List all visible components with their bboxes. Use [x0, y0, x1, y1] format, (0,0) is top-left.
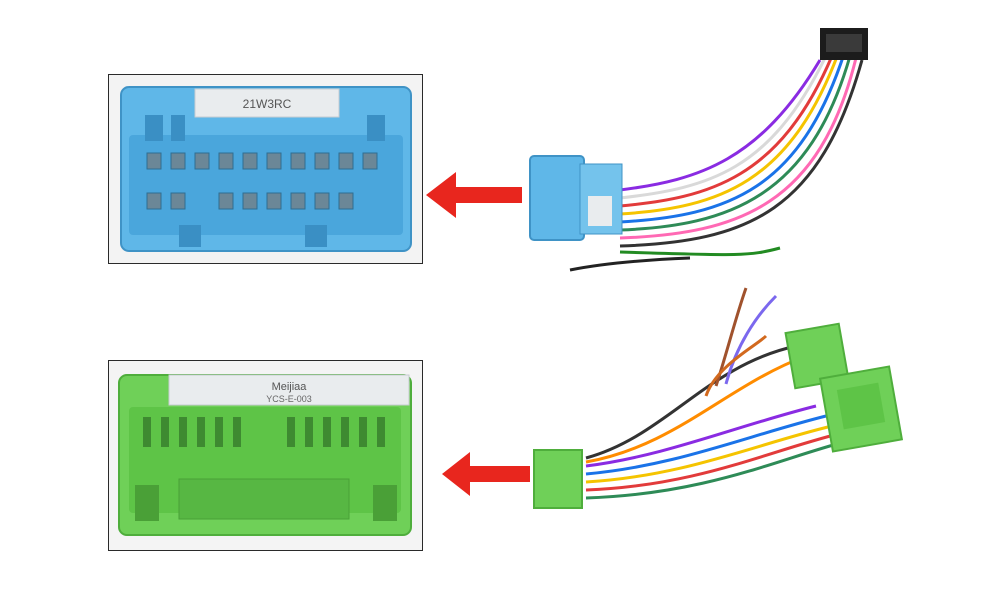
green-connector-closeup: Meijiaa YCS-E-003	[109, 361, 422, 550]
green-connector-closeup-frame: Meijiaa YCS-E-003	[108, 360, 423, 551]
blue-connector-closeup-frame: 21W3RC	[108, 74, 423, 264]
blue-connector-label: 21W3RC	[243, 97, 292, 111]
green-connector-label: Meijiaa	[272, 381, 308, 393]
left-arrow-icon	[442, 452, 530, 496]
green-connector-sublabel: YCS-E-003	[266, 394, 312, 404]
blue-connector-closeup: 21W3RC	[109, 75, 422, 263]
green-harness-photo	[533, 287, 904, 509]
blue-harness-photo	[529, 28, 868, 272]
left-arrow-icon	[426, 172, 522, 218]
